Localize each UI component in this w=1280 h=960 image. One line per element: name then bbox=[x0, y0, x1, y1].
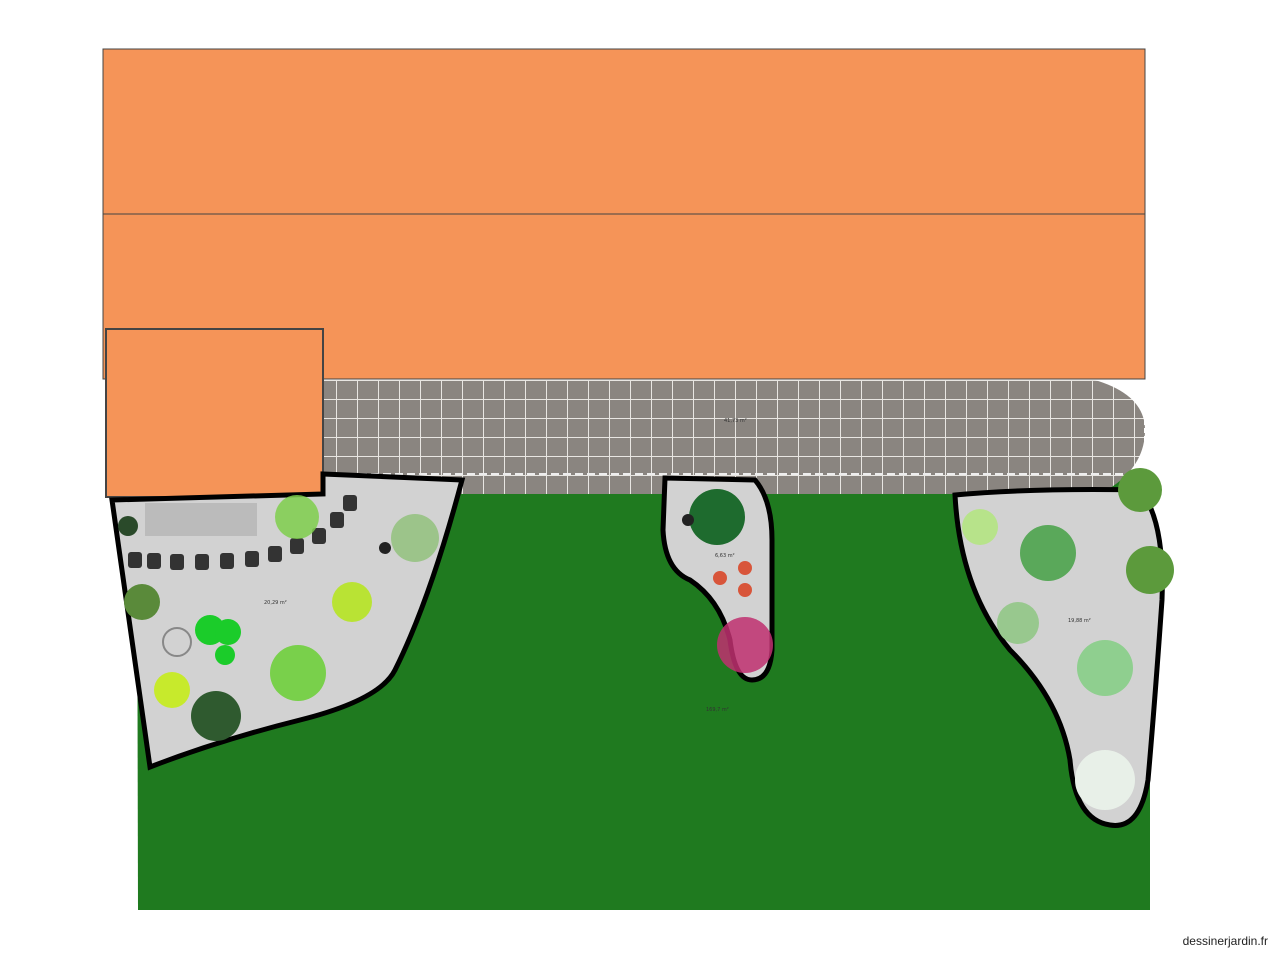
lawn-area-label: 169,7 m² bbox=[706, 707, 729, 713]
watermark: dessinerjardin.fr bbox=[1182, 934, 1268, 948]
terrace-area-label: 41,73 m² bbox=[724, 418, 747, 424]
bed-center-area-label: 6,63 m² bbox=[715, 553, 735, 559]
bed-left bbox=[109, 471, 466, 771]
bed-right-area-label: 19,88 m² bbox=[1068, 618, 1091, 624]
plants bbox=[118, 468, 1174, 810]
stone-path bbox=[145, 503, 257, 536]
stepping-stones bbox=[128, 495, 357, 570]
terrace-paving bbox=[323, 380, 1145, 494]
annex-roof bbox=[105, 328, 324, 498]
bed-left-area-label: 20,29 m² bbox=[264, 600, 287, 606]
house-roof-upper bbox=[102, 48, 1146, 215]
